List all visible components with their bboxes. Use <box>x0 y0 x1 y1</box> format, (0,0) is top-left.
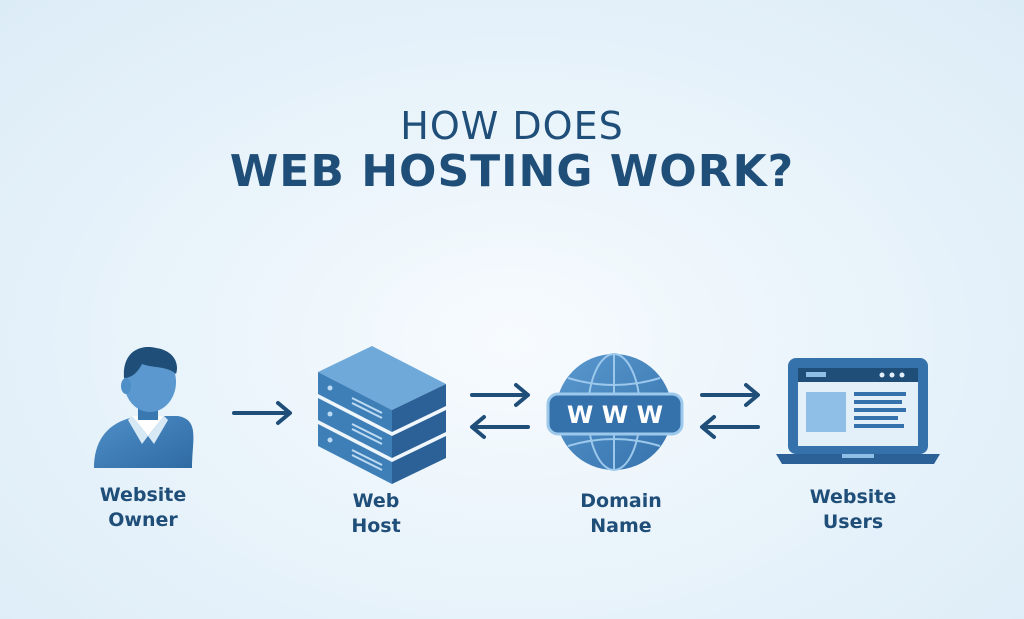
www-badge: W W W <box>567 401 663 429</box>
label-website-users-line1: Website <box>809 486 897 508</box>
arrows-host-domain <box>470 383 530 439</box>
title-line-2: WEB HOSTING WORK? <box>229 146 795 197</box>
label-website-owner: Website Owner <box>63 483 223 533</box>
arrow-owner-to-host <box>232 401 292 425</box>
globe-icon <box>546 353 684 471</box>
label-website-users: Website Users <box>773 485 933 535</box>
label-web-host-line2: Host <box>351 515 401 537</box>
laptop-icon <box>776 358 940 464</box>
label-web-host: Web Host <box>296 489 456 539</box>
label-domain-name: Domain Name <box>541 489 701 539</box>
label-web-host-line1: Web <box>352 490 400 512</box>
server-icon <box>318 346 446 484</box>
label-domain-name-line1: Domain <box>580 490 662 512</box>
label-website-owner-line1: Website <box>99 484 187 506</box>
label-website-owner-line2: Owner <box>108 509 178 531</box>
title-line-1: HOW DOES <box>400 104 624 148</box>
arrows-domain-users <box>700 383 760 439</box>
person-icon <box>94 347 194 468</box>
label-website-users-line2: Users <box>822 511 884 533</box>
label-domain-name-line2: Name <box>590 515 652 537</box>
